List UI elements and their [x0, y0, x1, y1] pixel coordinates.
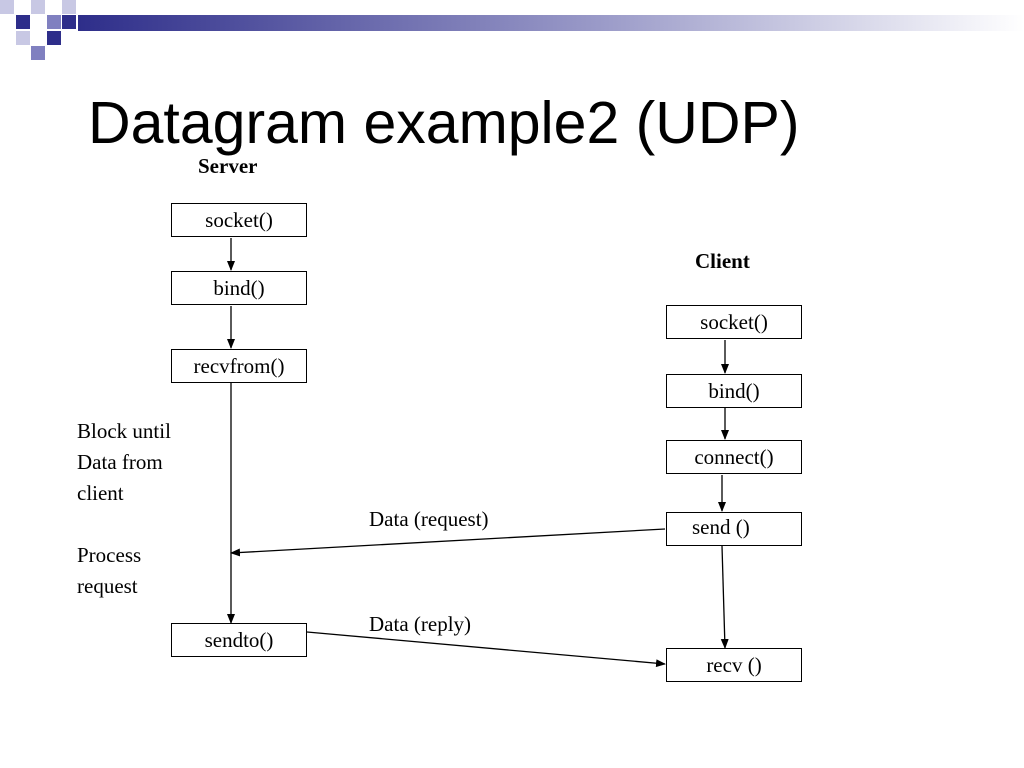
block-note: Block until Data from client	[77, 419, 171, 505]
deco-square	[62, 15, 76, 29]
deco-square	[16, 15, 30, 29]
client-connect-box: connect()	[666, 440, 802, 474]
server-bind-box: bind()	[171, 271, 307, 305]
header-decoration	[0, 0, 1024, 60]
edge-data-request	[230, 528, 666, 557]
deco-square	[47, 15, 61, 29]
server-sendto-box: sendto()	[171, 623, 307, 657]
deco-square	[16, 31, 30, 45]
edge-data-reply	[306, 631, 666, 668]
client-socket-box: socket()	[666, 305, 802, 339]
server-recvfrom-box: recvfrom()	[171, 349, 307, 383]
slide-title: Datagram example2 (UDP)	[88, 90, 800, 156]
client-label: Client	[695, 249, 750, 273]
deco-square	[62, 0, 76, 14]
client-send-box: send ()	[666, 512, 802, 546]
header-gradient-bar	[78, 15, 1024, 31]
process-note: Process request	[77, 543, 142, 598]
deco-square	[31, 0, 45, 14]
data-request-label: Data (request)	[369, 507, 489, 531]
deco-square	[31, 46, 45, 60]
data-reply-label: Data (reply)	[369, 612, 472, 636]
client-bind-box: bind()	[666, 374, 802, 408]
deco-square	[0, 0, 14, 14]
client-recv-box: recv ()	[666, 648, 802, 682]
server-label: Server	[198, 154, 258, 178]
edge-client-send-recv	[720, 545, 729, 649]
server-socket-box: socket()	[171, 203, 307, 237]
deco-square	[47, 31, 61, 45]
